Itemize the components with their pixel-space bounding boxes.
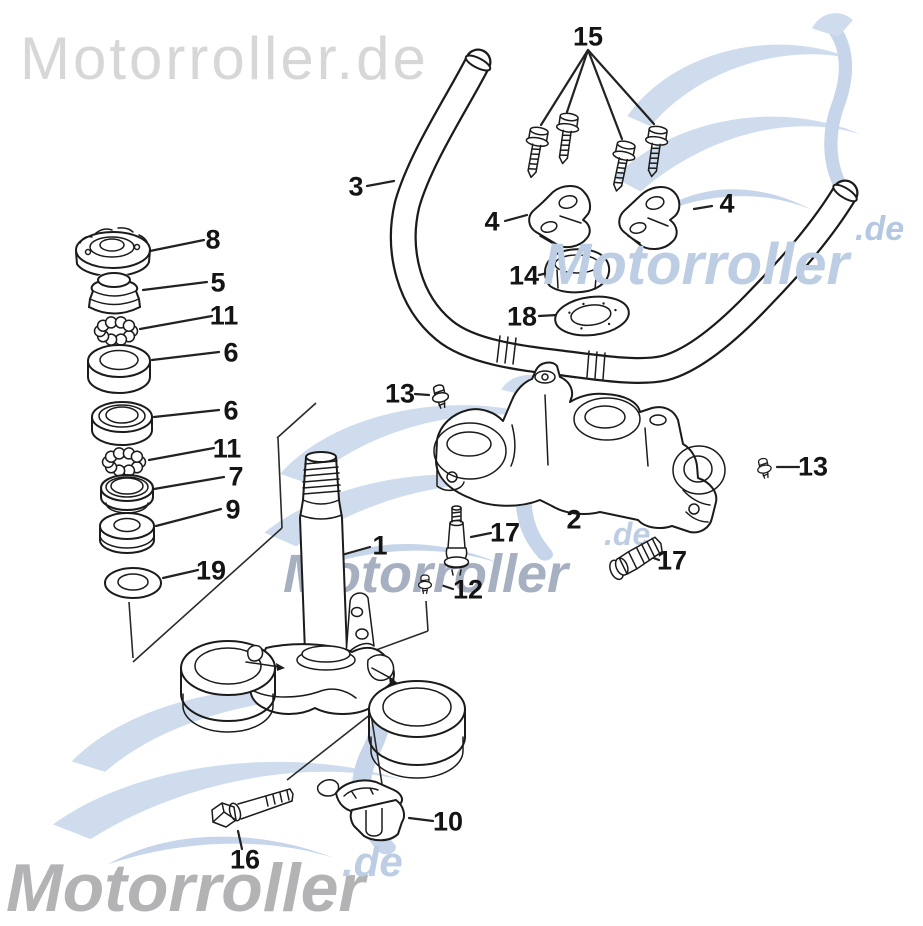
part-5-dust-cover [87, 272, 141, 315]
part-9-dust-seal [99, 512, 155, 554]
bolt-16 [211, 788, 294, 828]
screw-17-left [443, 505, 470, 576]
part-7-cone-race [100, 474, 154, 514]
part-label-8: 8 [205, 224, 221, 255]
head-bearing-stack [75, 227, 162, 599]
part-label-6-lower: 6 [223, 395, 239, 426]
screw-13-right [754, 456, 774, 480]
part-label-12: 12 [452, 574, 484, 605]
part-6-race-lower [91, 401, 153, 446]
part-6-race-upper [87, 344, 151, 394]
upper-triple-clamp [433, 361, 726, 534]
part-label-4-right: 4 [719, 188, 735, 219]
part-label-13-left: 13 [384, 378, 416, 409]
handlebar [389, 48, 859, 384]
part-label-11-lower: 11 [212, 433, 242, 464]
part-label-5: 5 [210, 267, 226, 298]
part-19-washer [104, 567, 162, 599]
part-label-3: 3 [348, 171, 364, 202]
part-label-7: 7 [228, 461, 244, 492]
part-label-13-right: 13 [797, 451, 829, 482]
part-label-14: 14 [508, 260, 540, 291]
part-label-15: 15 [572, 21, 604, 52]
part-label-6-upper: 6 [223, 337, 239, 368]
screw-17-right [609, 536, 663, 581]
part-label-17-right: 17 [656, 545, 688, 576]
handlebar-knurl-marks [496, 335, 606, 380]
watermark-top-right-suffix: .de [855, 210, 904, 248]
watermark-bottom-suffix: .de [342, 838, 403, 885]
part-label-1: 1 [372, 530, 388, 561]
handlebar-clamp-left [528, 185, 592, 249]
stem-washer [554, 295, 630, 337]
part-label-17-left: 17 [489, 517, 521, 548]
part-label-19: 19 [195, 555, 227, 586]
steering-stem-nut [544, 248, 611, 294]
part-11-ball-retainer-lower [101, 447, 147, 477]
bracket-10 [316, 779, 405, 842]
part-label-10: 10 [432, 806, 464, 837]
assembly-construction-lines [128, 402, 429, 785]
handlebar-clamp-right [618, 186, 681, 250]
brand-logo-watermark-top-right [614, 13, 861, 216]
watermark-bottom: Motorroller [6, 850, 368, 926]
part-label-2: 2 [566, 504, 582, 535]
part-label-11-upper: 11 [209, 300, 239, 331]
part-label-16: 16 [229, 844, 261, 875]
watermark-top-right: Motorroller [543, 232, 853, 297]
part-label-18: 18 [506, 301, 538, 332]
part-11-ball-retainer-upper [93, 316, 139, 346]
part-8-top-cover [75, 227, 151, 278]
part-label-9: 9 [225, 494, 241, 525]
part-label-4-left: 4 [484, 206, 500, 237]
watermark-top-left: Motorroller.de [20, 25, 429, 92]
lower-triple-clamp [180, 592, 466, 779]
